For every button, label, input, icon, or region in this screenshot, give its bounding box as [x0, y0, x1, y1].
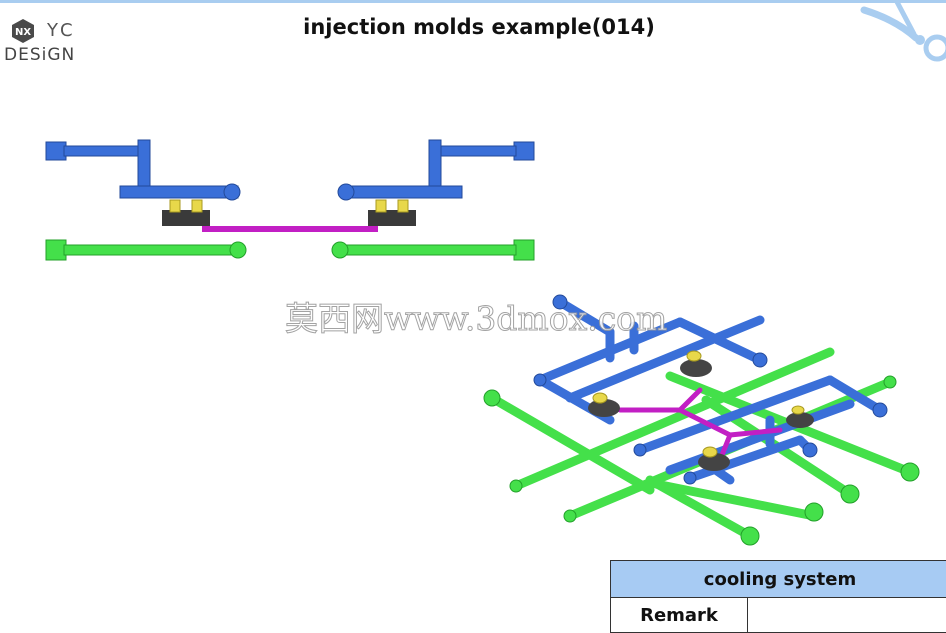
gate-right — [368, 200, 416, 226]
page-title: injection molds example(014) — [0, 15, 946, 39]
watermark-text: 莫西网www.3dmox.com — [285, 292, 667, 340]
info-table-header: cooling system — [611, 561, 946, 598]
green-pipes-3d — [492, 352, 910, 536]
top-accent-line — [0, 0, 946, 3]
blue-channel-right — [338, 140, 534, 200]
remark-value — [748, 598, 946, 633]
cooling-side-view — [40, 130, 540, 270]
info-table: cooling system Remark — [610, 560, 946, 633]
scissors-icon — [856, 0, 946, 70]
runner — [202, 226, 378, 232]
blue-channel-left — [46, 140, 240, 200]
green-channel-right — [332, 240, 534, 260]
green-channel-left — [46, 240, 246, 260]
table-row: Remark — [611, 598, 946, 633]
remark-label: Remark — [611, 598, 748, 633]
logo-subtitle: DESiGN — [4, 45, 75, 65]
gate-left — [162, 200, 210, 226]
